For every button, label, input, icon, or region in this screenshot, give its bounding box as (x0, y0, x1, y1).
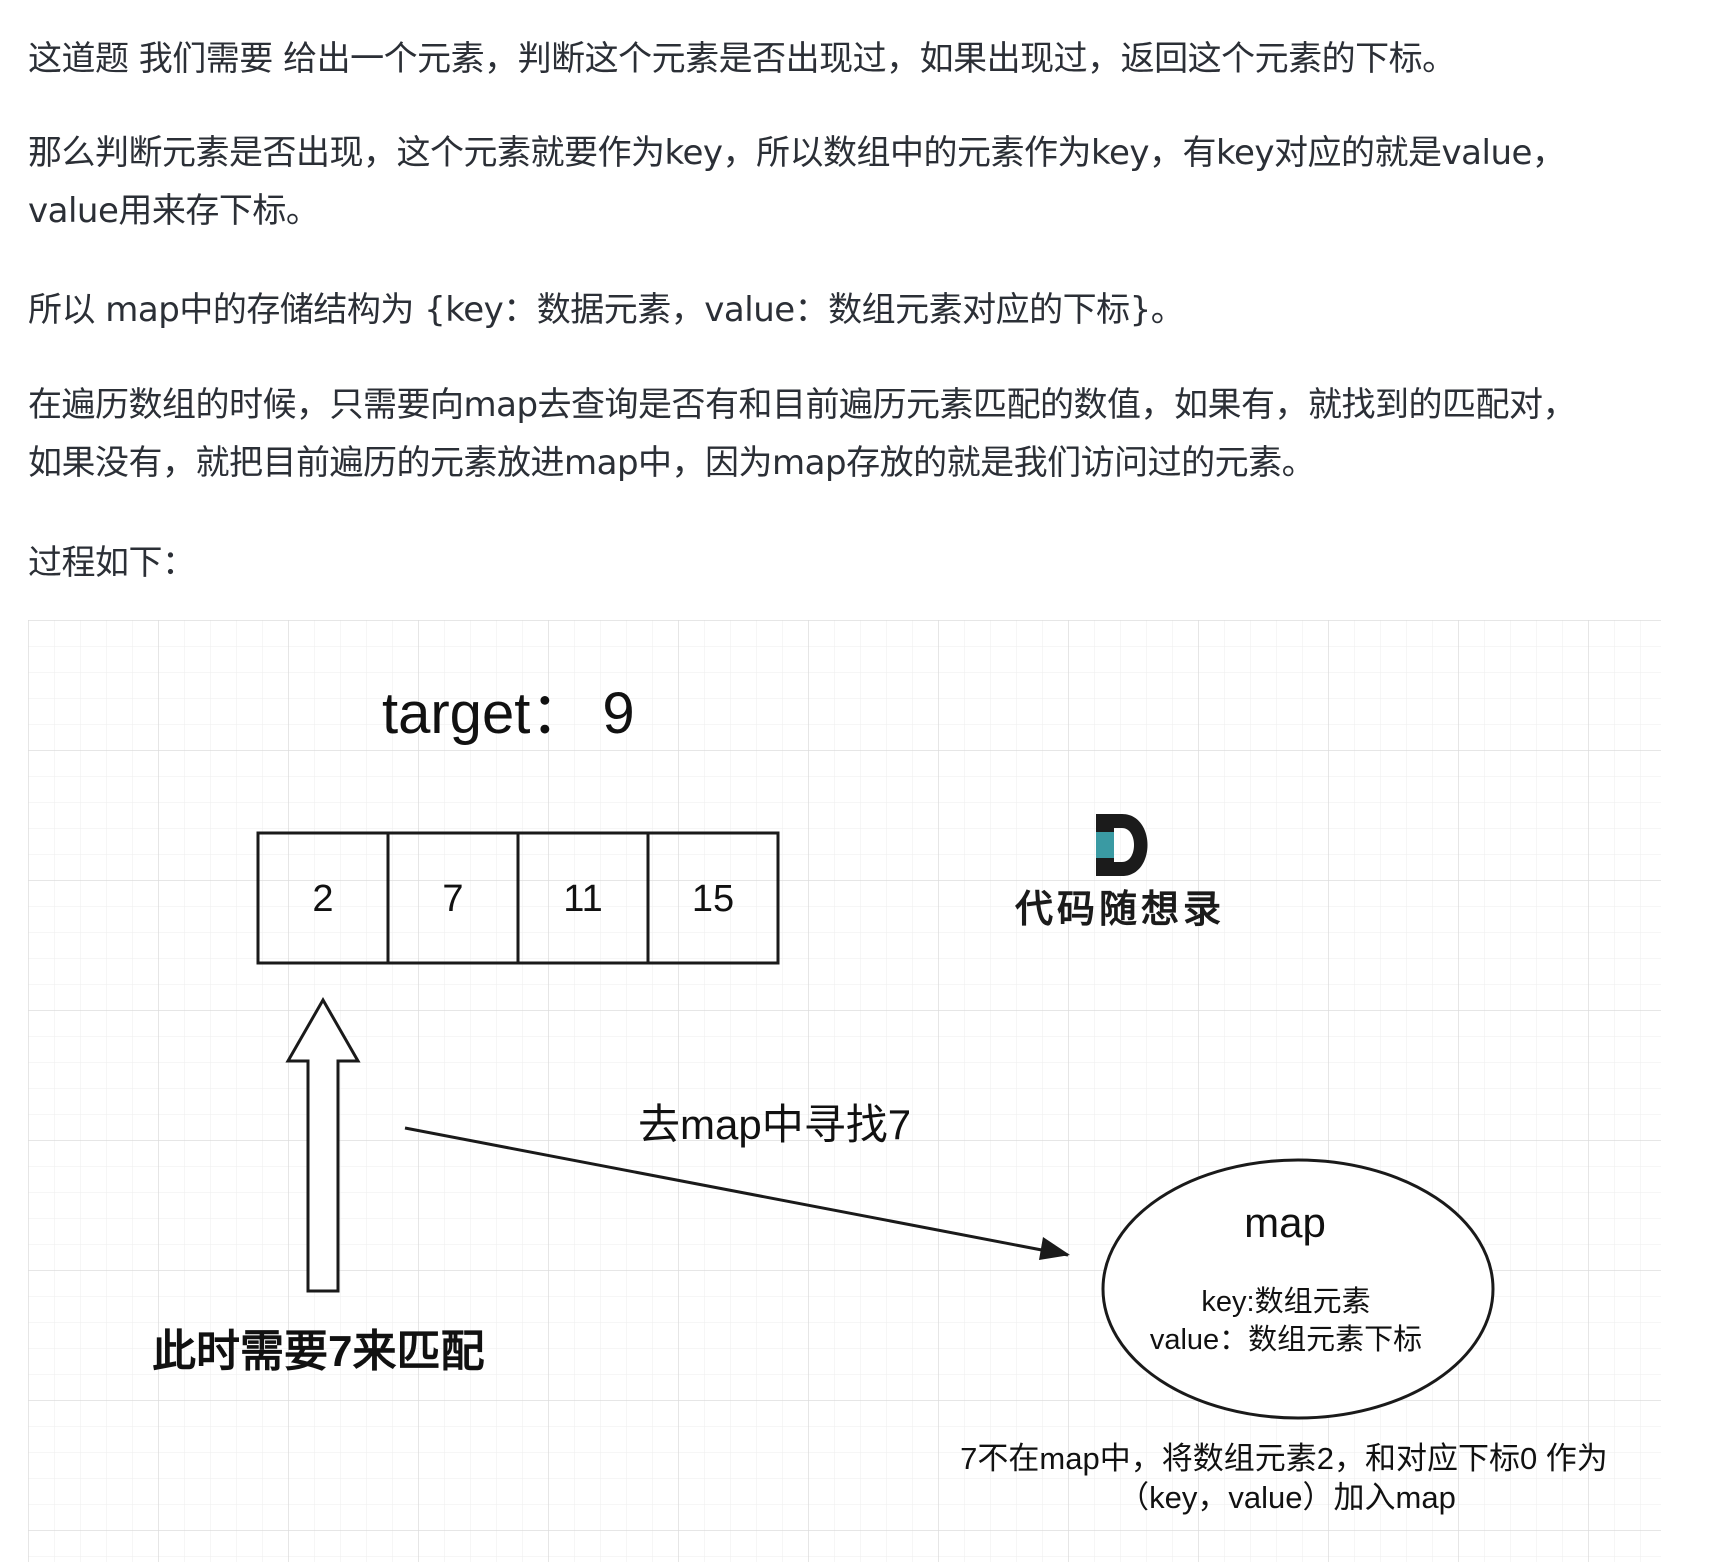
target-label: target：9 (382, 681, 635, 746)
paragraph-line: 这道题 我们需要 给出一个元素，判断这个元素是否出现过，如果出现过，返回这个元素… (28, 39, 1456, 79)
grid-background (28, 620, 1661, 1562)
pointer-caption: 此时需要7来匹配 (152, 1327, 484, 1376)
paragraph-traversal: 在遍历数组的时候，只需要向map去查询是否有和目前遍历元素匹配的数值，如果有，就… (28, 376, 1577, 492)
map-title: map (1244, 1199, 1326, 1246)
paragraph-line: 过程如下： (28, 543, 196, 583)
array-value: 15 (692, 878, 734, 920)
paragraph-line: 所以 map中的存储结构为 {key：数据元素，value：数组元素对应的下标}… (28, 290, 1185, 330)
paragraph-line: 在遍历数组的时候，只需要向map去查询是否有和目前遍历元素匹配的数值，如果有，就… (28, 385, 1577, 425)
search-arrow-line (404, 1126, 1069, 1257)
paragraph-intro: 这道题 我们需要 给出一个元素，判断这个元素是否出现过，如果出现过，返回这个元素… (28, 30, 1456, 88)
paragraph-map-structure: 所以 map中的存储结构为 {key：数据元素，value：数组元素对应的下标}… (28, 281, 1185, 339)
logo-d-icon (1096, 814, 1148, 876)
note-line: 7不在map中，将数组元素2，和对应下标0 作为 (960, 1441, 1608, 1476)
paragraph-line: 如果没有，就把目前遍历的元素放进map中，因为map存放的就是我们访问过的元素。 (28, 443, 1316, 483)
paragraph-line: 那么判断元素是否出现，这个元素就要作为key，所以数组中的元素作为key，有ke… (28, 133, 1566, 173)
logo-accent-icon (1096, 832, 1114, 858)
map-key-line: key:数组元素 (1201, 1285, 1370, 1318)
pointer-arrow-icon (285, 996, 361, 1293)
array-value: 7 (442, 878, 463, 920)
paragraph-line: value用来存下标。 (28, 191, 320, 231)
map-ellipse (1101, 1158, 1495, 1420)
process-diagram: target：9 2 7 11 15 代码随想录 去map中寻找7 此时需要7来… (28, 620, 1661, 1562)
array-value: 2 (312, 878, 333, 920)
note-line: （key，value）加入map (1118, 1480, 1456, 1515)
array-cell (646, 831, 780, 965)
paragraph-process: 过程如下： (28, 534, 196, 592)
array-box: 2 7 11 15 (256, 831, 780, 965)
search-caption: 去map中寻找7 (638, 1101, 911, 1148)
search-arrow-head-icon (1039, 1237, 1070, 1260)
logo: 代码随想录 (1015, 814, 1225, 931)
logo-text: 代码随想录 (1015, 886, 1225, 931)
array-value: 11 (563, 878, 602, 920)
map-value-line: value：数组元素下标 (1150, 1323, 1422, 1356)
paragraph-key-value: 那么判断元素是否出现，这个元素就要作为key，所以数组中的元素作为key，有ke… (28, 124, 1566, 240)
diagram-canvas: target：9 2 7 11 15 代码随想录 去map中寻找7 此时需要7来… (28, 620, 1661, 1562)
